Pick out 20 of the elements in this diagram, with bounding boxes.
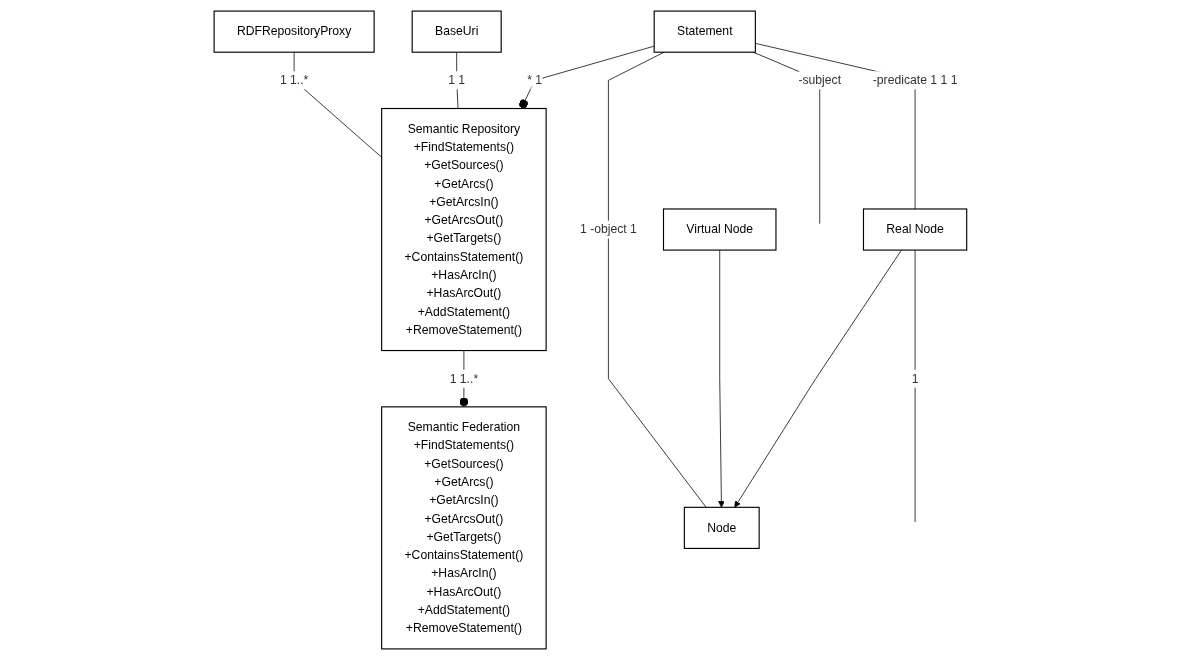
edge-label: 1 1: [447, 73, 465, 86]
connector: [754, 42, 916, 209]
edge-label: * 1: [526, 73, 542, 86]
node-box: RDFRepositoryProxy: [213, 10, 375, 53]
edge-label: 1 1..*: [449, 371, 478, 385]
edge-label: -predicate 1 1 1: [872, 73, 957, 86]
node-box: Virtual Node: [662, 207, 777, 251]
node-box: Node: [683, 506, 760, 549]
connector: [455, 51, 458, 109]
edge-label: 1: [911, 371, 919, 385]
node-box: Semantic Repository +FindStatements() +GetSources() +GetArcs() +GetArcsIn() +GetArcsOut() +GetTargets() +ContainsStatement() +HasArcIn() +HasArcOut() +AddStatement() +RemoveStatement(): [380, 107, 547, 351]
node-box: Semantic Federation +FindStatements() +GetSources() +GetArcs() +GetArcsIn() +GetArcsOut() +GetTargets() +ContainsStatement() +HasArcIn() +HasArcOut() +AddStatement() +RemoveStatement(): [380, 405, 547, 649]
node-box: Real Node: [862, 207, 967, 251]
edge-label: 1 -object 1: [579, 222, 637, 236]
edge-label: 1 1..*: [279, 73, 308, 86]
node-box: BaseUri: [411, 10, 502, 53]
node-box: Statement: [653, 10, 756, 53]
connector: [607, 51, 707, 508]
connector: [914, 249, 916, 523]
edge-label: -subject: [797, 73, 841, 86]
